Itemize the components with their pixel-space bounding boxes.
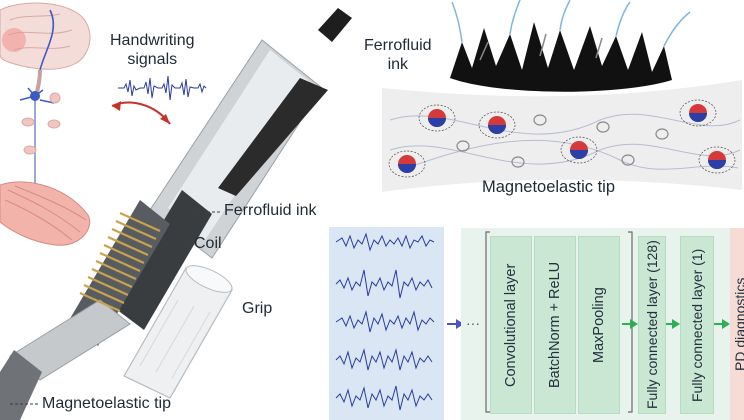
batchnorm-relu-box: BatchNorm + ReLU xyxy=(534,236,576,414)
signal-traces xyxy=(335,232,435,411)
fc1-label: Fully connected layer (1) xyxy=(689,248,705,402)
coil-windings xyxy=(79,211,161,313)
grip-sleeve xyxy=(123,265,233,399)
pd-diagnostics-label: PD diagnostics xyxy=(732,277,744,371)
brain-illustration xyxy=(0,2,91,97)
maxpooling-label: MaxPooling xyxy=(591,287,607,363)
ferrofluid-spikes xyxy=(450,0,691,92)
maxpooling-box: MaxPooling xyxy=(578,236,620,414)
magnetoelastic-tip-panel xyxy=(382,80,742,192)
ferrofluid-ink-label: Ferrofluid ink xyxy=(224,202,317,219)
fc128-box: Fully connected layer (128) xyxy=(638,236,666,414)
magnetoelastic-tip-title: Magnetoelastic tip xyxy=(482,178,615,196)
output-box xyxy=(730,228,744,420)
fc1-box: Fully connected layer (1) xyxy=(680,236,714,414)
ferrofluid-ink-title: Ferrofluid ink xyxy=(364,37,432,73)
motion-arrow-icon xyxy=(111,101,171,125)
handwriting-signal-wave xyxy=(118,75,207,101)
muscle-illustration xyxy=(0,181,91,246)
coil-label: Coil xyxy=(194,235,222,252)
svg-text:···: ··· xyxy=(466,315,480,331)
magnetoelastic-tip-label: Magnetoelastic tip xyxy=(42,395,171,412)
batchnorm-relu-label: BatchNorm + ReLU xyxy=(547,261,563,389)
fc128-label: Fully connected layer (128) xyxy=(644,240,660,410)
conv-layer-label: Convolutional layer xyxy=(503,263,519,387)
conv-layer-box: Convolutional layer xyxy=(490,236,532,414)
handwriting-signals-label: Handwriting signals xyxy=(110,32,195,68)
grip-label: Grip xyxy=(242,300,273,317)
pen-illustration xyxy=(0,8,352,420)
